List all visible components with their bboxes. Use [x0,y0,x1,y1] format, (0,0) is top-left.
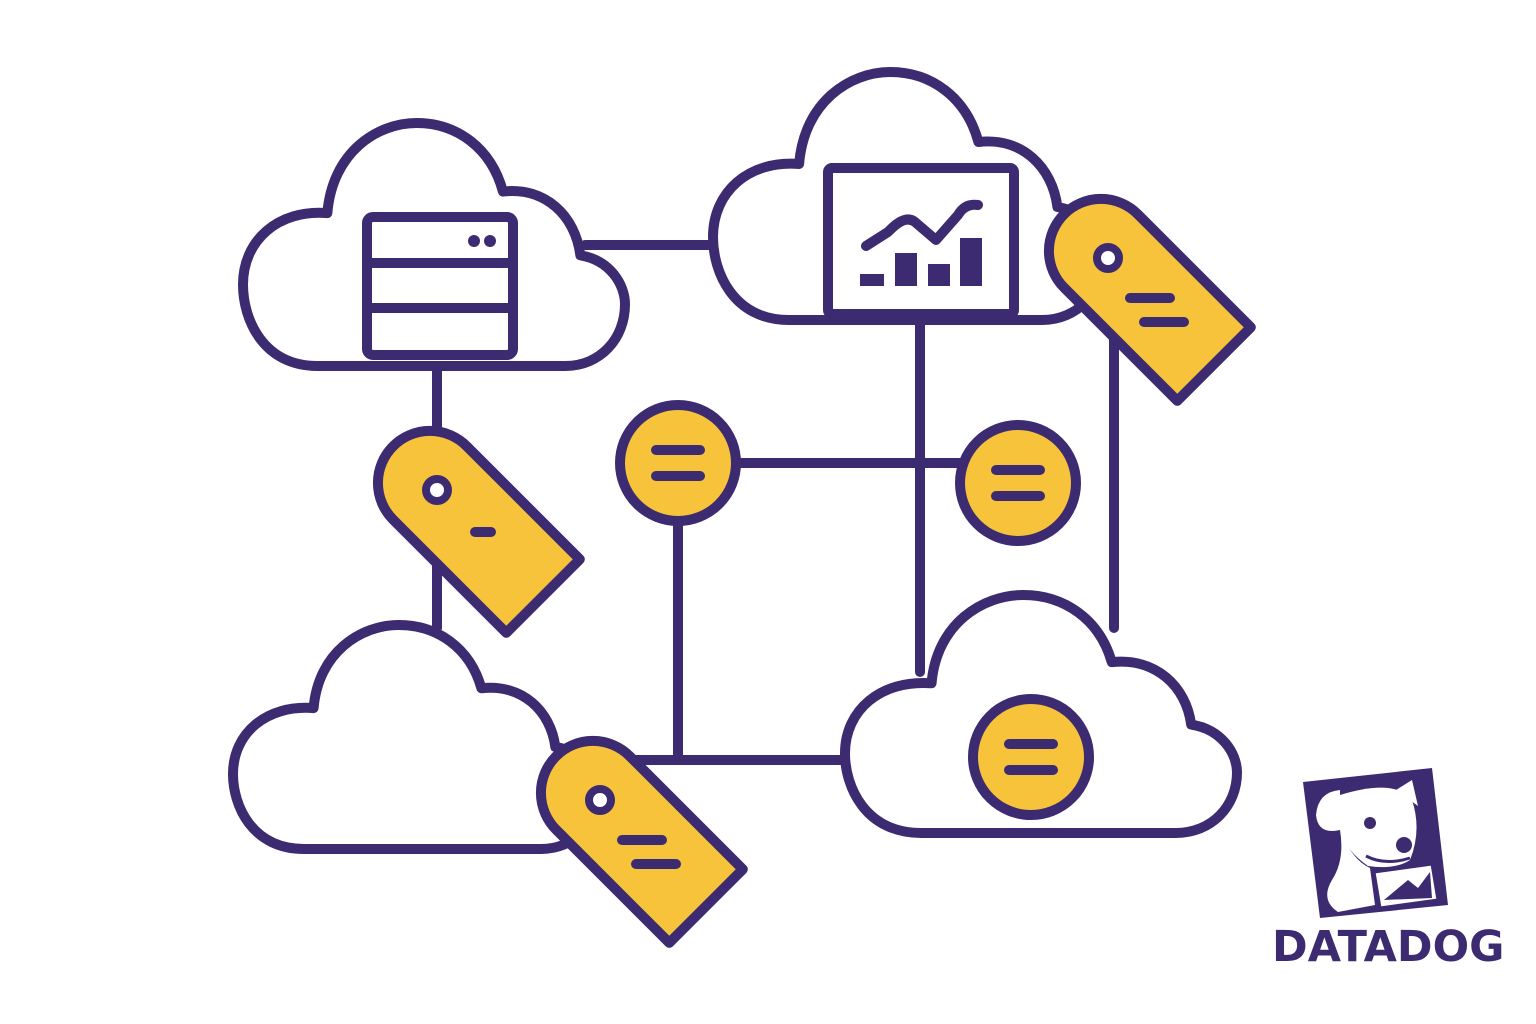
tag-icon [372,425,585,638]
tags [372,193,1256,948]
tag-icon [535,735,748,948]
tag-lines [617,835,681,869]
chart-monitor-icon [823,163,1019,319]
datadog-logo [1303,768,1448,918]
coins [615,400,1094,820]
coin-icon [955,420,1081,546]
logo-wordmark: DATADOG [1272,922,1505,972]
coin-icon [615,400,741,526]
tag-lines [1125,293,1189,327]
coin-icon [968,694,1094,820]
server-icon [362,212,518,360]
tag-icon [1043,193,1256,406]
